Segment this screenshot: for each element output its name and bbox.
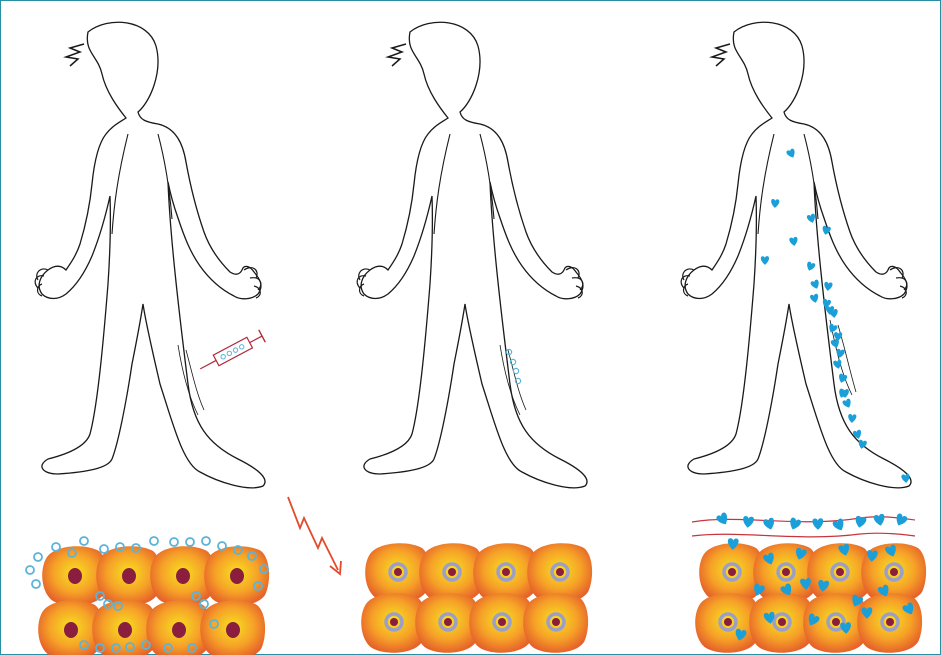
nucleus — [836, 568, 844, 576]
protein-icon — [789, 237, 798, 247]
protein-markers — [761, 148, 911, 483]
protein-icon — [812, 518, 823, 530]
particle — [170, 538, 178, 546]
particle — [202, 537, 210, 545]
cell — [204, 546, 269, 606]
nucleus — [832, 618, 840, 626]
injected-particles — [506, 349, 520, 383]
protein-icon — [835, 349, 845, 359]
protein-icon — [842, 398, 853, 409]
protein-icon — [852, 429, 862, 440]
protein-icon — [763, 517, 777, 531]
particle — [186, 538, 194, 546]
nucleus — [556, 568, 564, 576]
particle — [26, 566, 34, 574]
panel-injection — [35, 22, 265, 488]
protein-icon — [894, 513, 909, 528]
particle — [32, 580, 40, 588]
protein-icon — [830, 338, 841, 349]
nucleus — [778, 618, 786, 626]
particle — [52, 543, 60, 551]
protein-icon — [805, 261, 816, 272]
protein-icon — [742, 516, 754, 529]
nucleus — [502, 568, 510, 576]
nucleus — [724, 618, 732, 626]
cell — [523, 593, 588, 653]
nucleus — [122, 568, 136, 584]
tissue-expression — [695, 543, 926, 653]
tissue-injection — [38, 546, 269, 655]
particle — [100, 545, 108, 553]
nucleus — [394, 568, 402, 576]
protein-icon — [833, 360, 843, 370]
nucleus — [782, 568, 790, 576]
protein-icon — [901, 474, 910, 484]
protein-icon — [771, 199, 780, 208]
nucleus — [890, 568, 898, 576]
nucleus — [172, 622, 186, 638]
nucleus — [886, 618, 894, 626]
human-figure-2 — [357, 22, 587, 488]
nucleus — [176, 568, 190, 584]
nucleus — [728, 568, 736, 576]
cell — [200, 600, 265, 655]
nucleus — [390, 618, 398, 626]
nucleus — [64, 622, 78, 638]
panel-uptake — [357, 22, 587, 488]
protein-icon — [806, 213, 816, 224]
protein-icon — [810, 279, 821, 290]
lightning-arrow-icon — [288, 497, 341, 574]
protein-icon — [854, 515, 867, 528]
protein-icon — [873, 513, 886, 526]
nucleus — [552, 618, 560, 626]
nucleus — [448, 568, 456, 576]
particle — [34, 553, 42, 561]
particle — [150, 537, 158, 545]
nucleus — [68, 568, 82, 584]
protein-icon — [824, 282, 833, 292]
panel-expression — [681, 22, 911, 488]
protein-icon — [761, 256, 769, 265]
nucleus — [498, 618, 506, 626]
protein-icon — [788, 517, 802, 532]
protein-icon — [810, 293, 820, 303]
nucleus — [118, 622, 132, 638]
cell — [857, 593, 922, 653]
particle — [80, 537, 88, 545]
syringe-icon — [197, 330, 265, 375]
nucleus — [226, 622, 240, 638]
nucleus — [444, 618, 452, 626]
human-figure-3 — [681, 22, 911, 488]
human-figure-1 — [35, 22, 265, 488]
protein-icon — [786, 148, 797, 159]
tissue-uptake — [361, 543, 592, 653]
nucleus — [230, 568, 244, 584]
protein-icon — [848, 414, 857, 423]
